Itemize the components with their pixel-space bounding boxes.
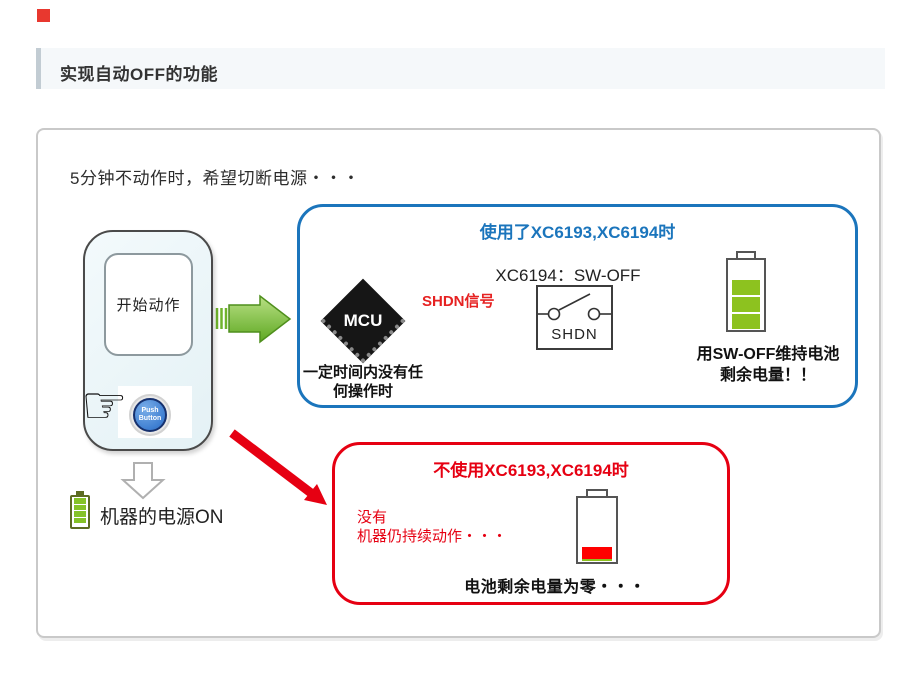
device-illustration: 开始动作 ☞ Push Button [81,230,213,451]
red-marker [37,9,50,22]
without-ic-box: 不使用XC6193,XC6194时 没有 机器仍持续动作・・・ 电池剩余电量为零… [332,442,730,605]
without-ic-title: 不使用XC6193,XC6194时 [433,461,629,480]
switch-icon [538,293,611,321]
battery-small-icon [70,495,90,529]
push-button-label-bottom: Button [138,415,162,422]
battery-small-cap [76,491,84,496]
diagram-card: 5分钟不动作时，希望切断电源・・・ [36,128,881,638]
push-button: Push Button [133,398,167,432]
green-arrow-icon [215,294,292,344]
battery-full-caption: 用SW-OFF维持电池 剩余电量！！ [696,346,840,384]
battery-full-cap [736,251,756,260]
down-arrow-icon [120,462,166,500]
push-button-label-top: Push [141,407,159,414]
mcu-chip-label: MCU [343,311,383,330]
hand-pointer-icon: ☞ [81,377,128,435]
device-screen-label: 开始动作 [116,297,181,314]
shdn-signal-label: SHDN信号 [422,293,495,310]
without-ic-note: 没有 机器仍持续动作・・・ [357,509,508,545]
switch-box: SHDN [536,285,613,350]
battery-empty-bottom-line [582,559,612,561]
device-screen: 开始动作 [104,253,193,356]
mcu-caption: 一定时间内没有任 何操作时 [302,364,423,400]
with-ic-box: 使用了XC6193,XC6194时 MCU 一定时间内没有任 何操作时 SHDN… [297,204,858,408]
battery-empty-cap [586,489,608,498]
battery-empty-charge-bar [582,547,612,559]
switch-title: XC6194：SW-OFF [495,266,641,285]
red-diagonal-arrow-icon [229,429,327,505]
section-title: 实现自动OFF的功能 [60,65,218,84]
header-accent-bar [36,48,41,89]
intro-text: 5分钟不动作时，希望切断电源・・・ [70,169,360,188]
battery-full-icon [726,258,766,332]
switch-label: SHDN [551,326,598,343]
with-ic-title: 使用了XC6193,XC6194时 [479,223,676,242]
section-header [36,48,885,89]
battery-empty-caption: 电池剩余电量为零・・・ [464,579,646,596]
power-on-label: 机器的电源ON [100,507,224,528]
